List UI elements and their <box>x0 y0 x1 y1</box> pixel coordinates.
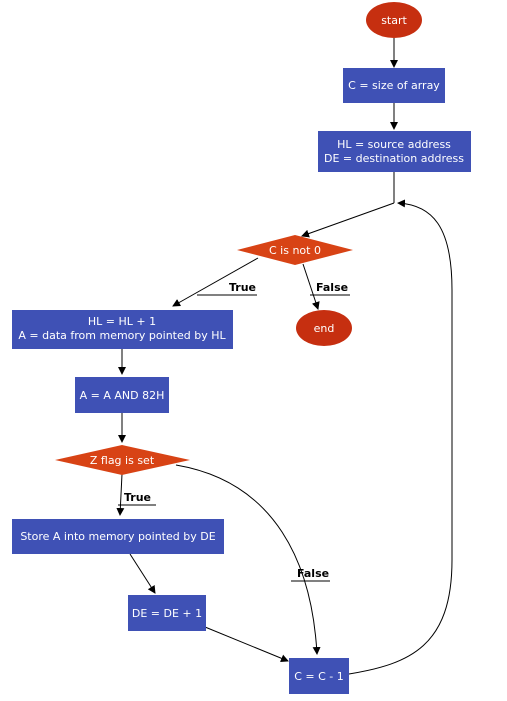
start-label: start <box>381 14 407 27</box>
edge-label-cond-true: True <box>229 281 256 294</box>
node-addresses: HL = source address DE = destination add… <box>318 131 471 172</box>
edge-de-to-cdec <box>204 626 289 663</box>
node-size-of-array: C = size of array <box>343 68 445 103</box>
edge-store-to-de <box>129 553 156 594</box>
node-cond-c: C is not 0 <box>237 235 353 265</box>
node-and: A = A AND 82H <box>75 377 169 413</box>
size-label: C = size of array <box>348 79 440 92</box>
edge-label-cond-false: False <box>316 281 348 294</box>
and-box <box>75 377 169 413</box>
addr-label-line1: HL = source address <box>337 138 451 151</box>
edge-zflag-to-cdec-false <box>175 464 321 655</box>
zflag-shape <box>55 445 190 475</box>
hl-label-line1: HL = HL + 1 <box>88 315 156 328</box>
cond-c-shape <box>237 235 353 265</box>
node-de-increment: DE = DE + 1 <box>128 595 206 631</box>
edge-label-z-false: False <box>297 567 329 580</box>
de-box <box>128 595 206 631</box>
node-start: start <box>366 2 422 38</box>
addr-label-line2: DE = destination address <box>324 152 464 165</box>
zflag-label: Z flag is set <box>90 454 155 467</box>
end-shape <box>296 310 352 346</box>
edge-label-z-true: True <box>124 491 151 504</box>
node-hl-increment: HL = HL + 1 A = data from memory pointed… <box>12 310 233 349</box>
end-label: end <box>314 322 335 335</box>
edge-cdec-loop-back <box>348 199 453 675</box>
cdec-label: C = C - 1 <box>294 670 344 683</box>
and-label: A = A AND 82H <box>80 389 165 402</box>
edge-zflag-to-store-true <box>116 473 125 516</box>
store-label: Store A into memory pointed by DE <box>20 530 215 543</box>
start-shape <box>366 2 422 38</box>
size-box <box>343 68 445 103</box>
node-store: Store A into memory pointed by DE <box>12 519 224 554</box>
addr-box <box>318 131 471 172</box>
store-box <box>12 519 224 554</box>
node-end: end <box>296 310 352 346</box>
cond-c-label: C is not 0 <box>269 244 321 257</box>
edge-join-to-cond <box>301 202 395 238</box>
hl-box <box>12 310 233 349</box>
node-c-decrement: C = C - 1 <box>289 658 349 694</box>
hl-label-line2: A = data from memory pointed by HL <box>18 329 226 342</box>
cdec-box <box>289 658 349 694</box>
de-label: DE = DE + 1 <box>132 607 202 620</box>
edge-cond-to-end-false <box>302 263 320 310</box>
node-zflag: Z flag is set <box>55 445 190 475</box>
edge-cond-to-hl-true <box>172 257 259 307</box>
